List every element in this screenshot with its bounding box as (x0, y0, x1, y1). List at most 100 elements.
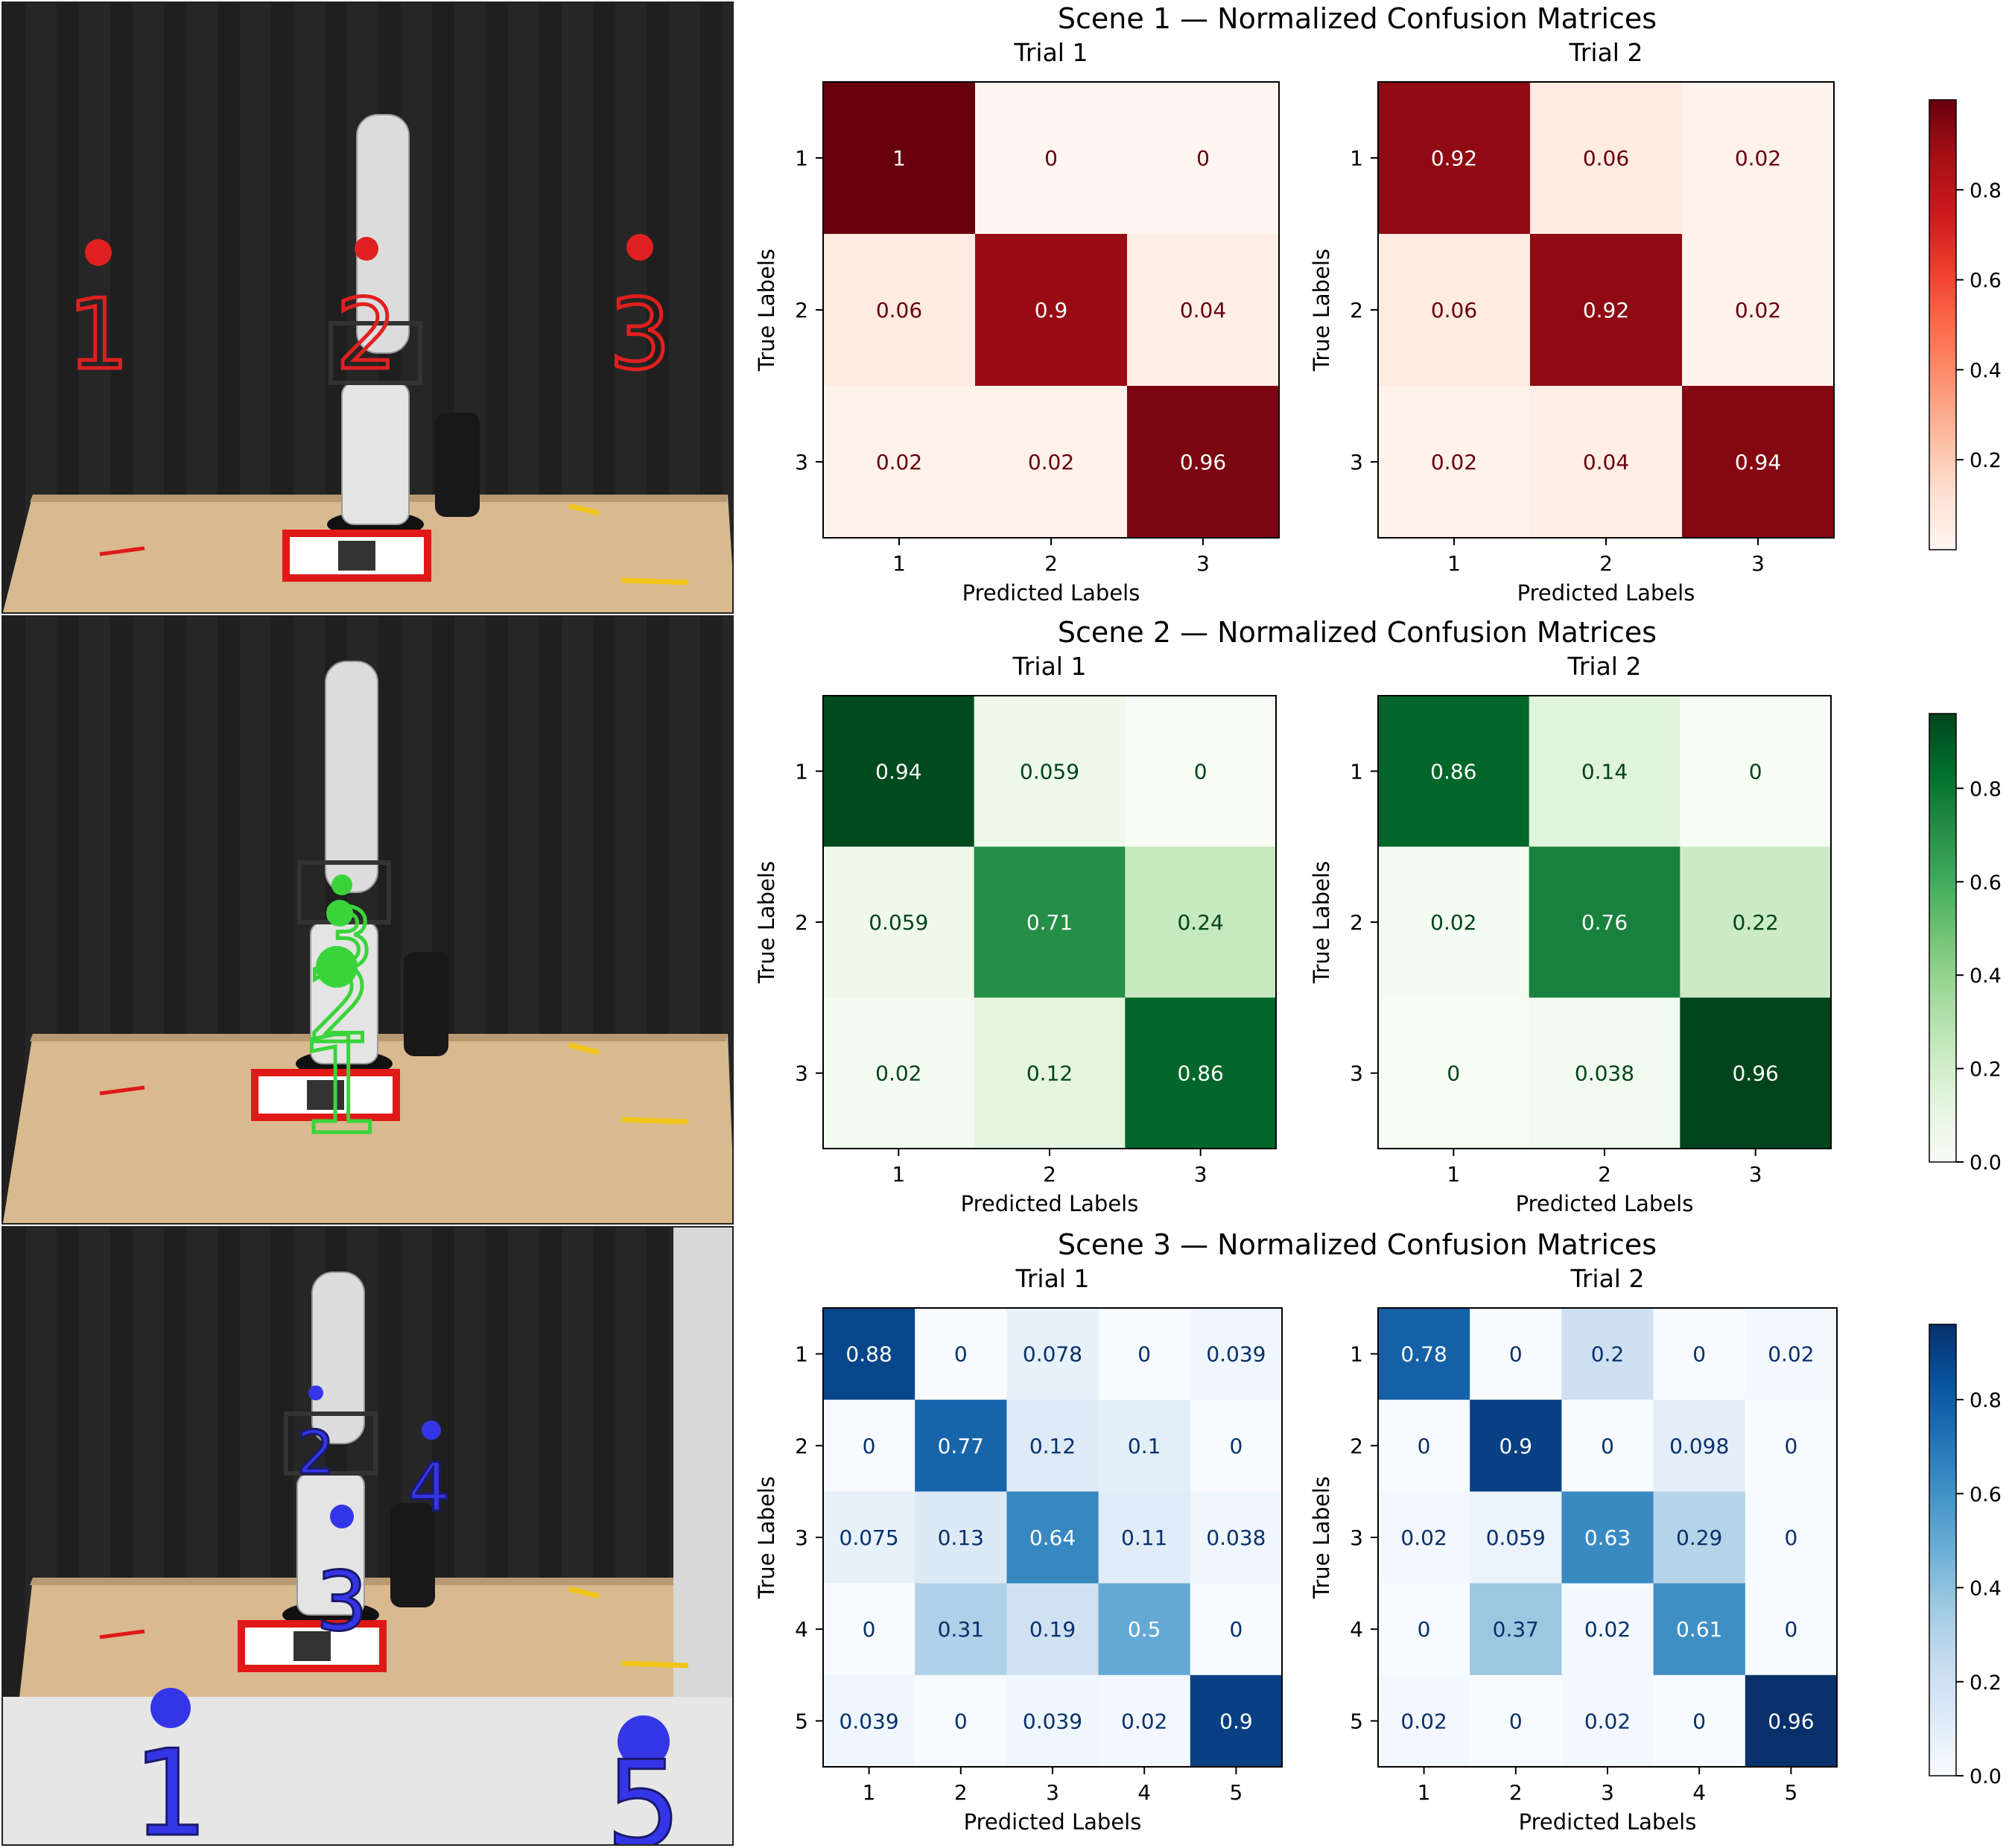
cell-value: 0.02 (1400, 1709, 1447, 1733)
cell-value: 0 (1418, 1617, 1431, 1642)
cell-value: 0.11 (1121, 1525, 1167, 1550)
cell-value: 0 (1137, 1342, 1151, 1367)
cell-value: 0 (1196, 146, 1210, 171)
cell-value: 0 (1194, 759, 1207, 784)
matrix-cell (1098, 1308, 1191, 1400)
cell-value: 0.12 (1029, 1434, 1076, 1458)
matrix-cell (1190, 1583, 1283, 1676)
matrix-cell (1529, 846, 1680, 998)
tape-mark (99, 1629, 145, 1639)
x-axis-label: Predicted Labels (961, 1191, 1139, 1216)
y-tick-label: 3 (795, 1061, 808, 1086)
y-tick-label: 2 (1350, 910, 1363, 935)
y-tick-label: 5 (795, 1709, 808, 1733)
cell-value: 0.038 (1575, 1061, 1634, 1086)
qr-code (307, 1080, 344, 1110)
speaker (435, 413, 480, 517)
cell-value: 0 (1784, 1617, 1797, 1642)
x-tick-label: 2 (1509, 1780, 1523, 1805)
cell-value: 0.88 (845, 1342, 892, 1367)
goal-label: 1 (68, 278, 130, 391)
colorbar-gradient (1929, 713, 1957, 1163)
qr-code (293, 1631, 331, 1661)
matrix-subtitle: Trial 2 (1570, 1264, 1645, 1293)
tape-mark (621, 1660, 689, 1668)
x-tick-label: 4 (1692, 1780, 1706, 1805)
cell-value: 0.02 (1431, 450, 1477, 474)
matrix-cell (915, 1674, 1007, 1768)
cell-value: 0.06 (1431, 298, 1477, 323)
goal-ball (85, 239, 112, 266)
matrix-cell (1125, 846, 1277, 998)
cell-value: 0.039 (1206, 1342, 1266, 1367)
matrix-cell (823, 386, 976, 539)
cell-value: 0.02 (1735, 298, 1781, 323)
matrix-cell (823, 696, 975, 848)
matrix-subtitle: Trial 1 (1014, 38, 1088, 67)
goal-label: 3 (609, 278, 671, 391)
matrix-cell (1190, 1674, 1283, 1768)
matrix-cell (1006, 1674, 1099, 1768)
matrix-cell (1680, 997, 1832, 1149)
matrix-cell (1529, 997, 1680, 1149)
table-edge (30, 1034, 728, 1041)
goal-ball (355, 237, 378, 261)
cell-value: 0 (1692, 1709, 1706, 1733)
tape-mark (568, 503, 600, 516)
colorbar-tick-label: 0.4 (1970, 1578, 2002, 1601)
matrix-cell (1470, 1308, 1562, 1400)
cell-value: 0.61 (1676, 1617, 1722, 1642)
matrix-cell (1378, 234, 1531, 387)
y-tick-label: 3 (795, 450, 808, 474)
y-tick-label: 2 (1350, 1434, 1363, 1458)
cell-value: 0.059 (1486, 1525, 1546, 1550)
matrix-cell (823, 1400, 915, 1492)
tape-mark (568, 1042, 600, 1055)
x-tick-label: 1 (1418, 1780, 1431, 1805)
goal-label: 4 (407, 1449, 450, 1527)
goal-ball (331, 874, 352, 895)
white-wall (673, 1228, 732, 1697)
x-tick-label: 2 (1044, 551, 1058, 576)
scene-title: Scene 1 — Normalized Confusion Matrices (1058, 2, 1657, 35)
wooden-table (3, 1034, 732, 1223)
goal-label: 2 (297, 1418, 335, 1487)
colorbar-tick-label: 0.4 (1970, 965, 2002, 988)
y-tick-label: 4 (795, 1617, 808, 1642)
cell-value: 0.039 (1023, 1709, 1082, 1733)
matrix-cell (1127, 82, 1280, 235)
colorbar-tick-label: 0.4 (1970, 359, 2002, 382)
y-axis-label: True Labels (754, 249, 779, 372)
cell-value: 0.94 (875, 759, 921, 784)
matrix-cell (1125, 696, 1277, 848)
matrix-cell (1006, 1400, 1099, 1492)
matrix-cell (1098, 1674, 1191, 1768)
x-tick-label: 1 (892, 551, 906, 576)
cell-value: 0.92 (1583, 298, 1629, 323)
scene-title: Scene 2 — Normalized Confusion Matrices (1058, 616, 1657, 649)
matrix-cell (1378, 1491, 1470, 1584)
matrix-cell (1127, 386, 1280, 539)
cell-value: 0.2 (1591, 1342, 1625, 1367)
goal-label: 2 (336, 278, 398, 391)
x-tick-label: 3 (1046, 1780, 1059, 1805)
matrix-cell (1561, 1583, 1654, 1676)
cell-value: 0.31 (938, 1617, 984, 1642)
matrix-cell (1470, 1400, 1562, 1492)
cell-value: 0.02 (1121, 1709, 1167, 1733)
cell-value: 0 (1749, 759, 1762, 784)
y-tick-label: 2 (795, 910, 808, 935)
robot-arm (325, 661, 378, 893)
cell-value: 0.06 (876, 298, 922, 323)
colorbar-tick-label: 0.2 (1970, 1671, 2002, 1695)
matrix-cell (1653, 1491, 1746, 1584)
matrix-cell (1378, 1674, 1470, 1768)
x-tick-label: 1 (1447, 551, 1461, 576)
matrix-cell (823, 1674, 915, 1768)
x-tick-label: 2 (1598, 1162, 1611, 1187)
y-tick-label: 3 (1350, 1525, 1363, 1550)
matrix-cell (1190, 1400, 1283, 1492)
